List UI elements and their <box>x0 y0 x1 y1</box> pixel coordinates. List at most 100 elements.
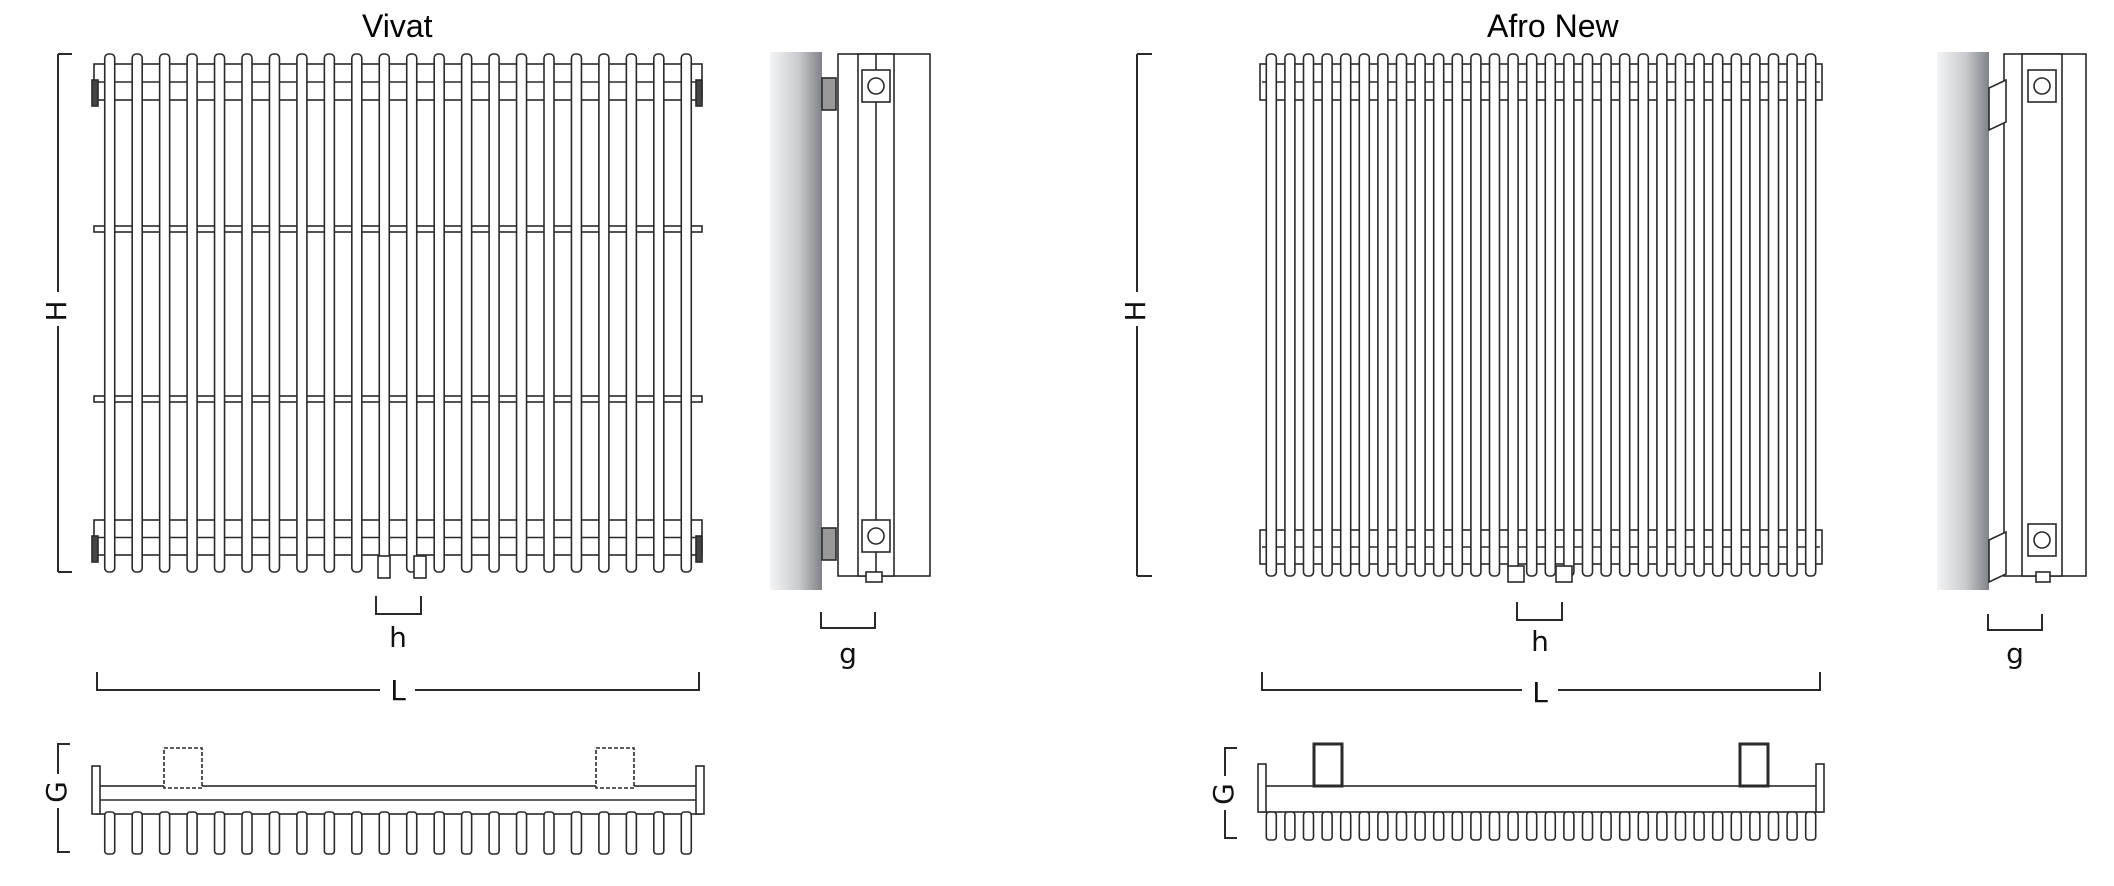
valve-circle <box>2033 531 2051 549</box>
vertical-tube <box>1767 53 1780 577</box>
tube-end <box>378 811 391 855</box>
collector-profile <box>2021 53 2063 577</box>
end-cap <box>695 535 703 563</box>
vertical-tube <box>1693 53 1705 577</box>
tube-end <box>1414 811 1426 841</box>
vertical-tube <box>1711 53 1724 577</box>
vertical-tube <box>1321 53 1333 577</box>
vivat-length-dimension <box>96 672 700 691</box>
tube-end <box>103 811 116 855</box>
end-cap <box>695 79 703 107</box>
connection-stub <box>1555 565 1573 583</box>
vertical-tube <box>460 53 473 573</box>
vertical-tube <box>323 53 336 573</box>
tube-end <box>268 811 281 855</box>
vertical-tube <box>1637 53 1650 577</box>
tube-end <box>625 811 638 855</box>
end-cap <box>695 765 705 815</box>
end-cap <box>91 79 99 107</box>
vivat-top-view <box>91 747 705 855</box>
vertical-tube <box>1600 53 1612 577</box>
tube-end <box>1507 811 1519 841</box>
valve-circle <box>867 77 885 95</box>
collector-bar <box>93 225 703 233</box>
vertical-tube <box>570 53 583 573</box>
connection-pipe <box>163 747 203 789</box>
tube-end <box>1786 811 1798 841</box>
tube-end <box>1656 811 1668 841</box>
vertical-tube <box>1786 53 1798 577</box>
vertical-tube <box>405 53 418 573</box>
vivat-side-view <box>770 52 931 590</box>
vertical-tube <box>1451 53 1464 577</box>
vertical-tube <box>653 53 665 573</box>
tube-end <box>1395 811 1408 841</box>
afro-front-view <box>1259 53 1823 583</box>
tube-end <box>405 811 418 855</box>
tube-end <box>1339 811 1352 841</box>
end-cap <box>1815 763 1825 813</box>
vertical-tube <box>1339 53 1352 577</box>
vertical-tube <box>1749 53 1761 577</box>
afro-length-label: L <box>1532 676 1548 709</box>
afro-wall-dimension <box>1987 614 2043 631</box>
vertical-tube <box>515 53 528 573</box>
tube-end <box>653 811 665 855</box>
end-cap <box>1257 763 1267 813</box>
tube-end <box>1804 811 1817 841</box>
tube-end <box>186 811 198 855</box>
wall-bracket <box>821 527 837 561</box>
tube-end <box>433 811 445 855</box>
connection-stub <box>413 555 427 579</box>
tube-end <box>1563 811 1575 841</box>
wall <box>1937 52 1989 590</box>
tube-end <box>1525 811 1538 841</box>
tube-end <box>680 811 693 855</box>
vertical-tube <box>1414 53 1426 577</box>
tube-end <box>1432 811 1445 841</box>
collector-bar <box>93 395 703 403</box>
vivat-front-view <box>91 53 703 579</box>
vertical-tube <box>1302 53 1315 577</box>
tube-end <box>488 811 500 855</box>
vertical-tube <box>378 53 391 573</box>
vertical-tube <box>158 53 171 573</box>
vertical-tube <box>1618 53 1631 577</box>
tube-end <box>1581 811 1594 841</box>
afro-wall-label: g <box>2006 637 2024 670</box>
afro-length-dimension <box>1261 672 1522 691</box>
connection-pipe <box>595 747 635 789</box>
tube-end <box>1302 811 1315 841</box>
tube-end <box>460 811 473 855</box>
vertical-tube <box>1395 53 1408 577</box>
vertical-tube <box>1265 53 1278 577</box>
vertical-tube <box>598 53 610 573</box>
vertical-tube <box>1544 53 1557 577</box>
tube-end <box>1730 811 1743 841</box>
tube-end <box>1674 811 1687 841</box>
tube-end <box>158 811 171 855</box>
tube-end <box>213 811 226 855</box>
bottom-stub <box>865 571 883 583</box>
vertical-tube <box>1507 53 1519 577</box>
vertical-tube <box>1284 53 1296 577</box>
afro-side-view <box>1937 52 2087 590</box>
bottom-stub <box>2035 571 2051 583</box>
vertical-tube <box>680 53 693 573</box>
vivat-length-label: L <box>390 674 406 707</box>
afro-height-label: H <box>1119 300 1152 321</box>
wall-bracket <box>1988 78 2007 132</box>
tube-end <box>1544 811 1557 841</box>
top-collector <box>1261 785 1821 813</box>
vertical-tube <box>131 53 143 573</box>
vertical-tube <box>351 53 363 573</box>
tube-end <box>241 811 253 855</box>
vertical-tube <box>543 53 555 573</box>
afro-top-view <box>1257 742 1825 841</box>
tube-end <box>1637 811 1650 841</box>
vertical-tube <box>1581 53 1594 577</box>
vertical-tube <box>1358 53 1371 577</box>
tube-end <box>598 811 610 855</box>
tube-end <box>1600 811 1612 841</box>
